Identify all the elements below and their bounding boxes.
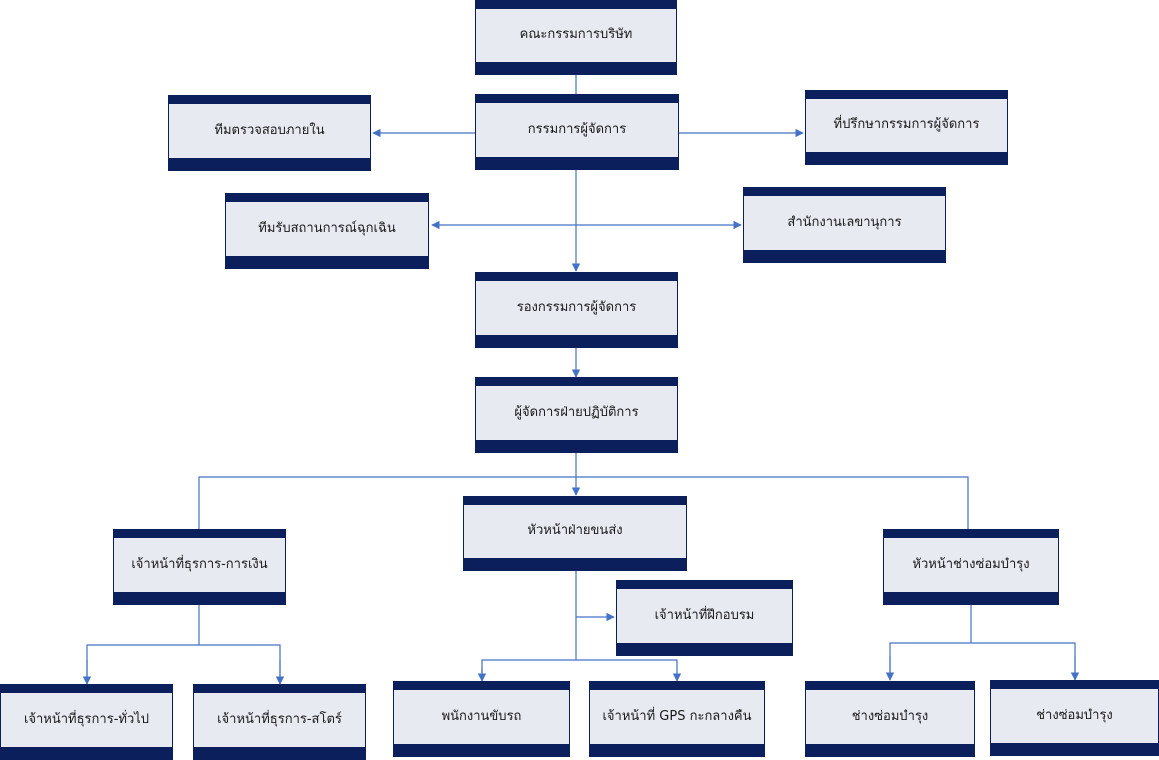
- node-emergency-team: ทีมรับสถานการณ์ฉุกเฉิน: [225, 193, 429, 269]
- node-label: เจ้าหน้าที่ GPS กะกลางคืน: [602, 708, 752, 724]
- node-label: ผู้จัดการฝ่ายปฏิบัติการ: [514, 404, 639, 420]
- node-label: ทีมตรวจสอบภายใน: [214, 122, 325, 138]
- node-label: ที่ปรึกษากรรมการผู้จัดการ: [833, 117, 980, 133]
- node-label: คณะกรรมการบริษัท: [519, 27, 633, 43]
- node-label: เจ้าหน้าที่ธุรการ-การเงิน: [131, 556, 268, 572]
- node-label: หัวหน้าฝ่ายขนส่ง: [527, 523, 623, 539]
- node-label: สำนักงานเลขานุการ: [787, 214, 902, 230]
- connector-maint-children: [889, 642, 1076, 680]
- node-label: เจ้าหน้าที่ฝึกอบรม: [654, 607, 755, 623]
- node-internal-audit: ทีมตรวจสอบภายใน: [168, 95, 371, 171]
- node-operations-manager: ผู้จัดการฝ่ายปฏิบัติการ: [475, 377, 678, 453]
- node-deputy-md: รองกรรมการผู้จัดการ: [475, 272, 678, 348]
- connector-transport-training: [575, 571, 615, 622]
- node-label: เจ้าหน้าที่ธุรการ-ทั่วไป: [23, 711, 150, 727]
- node-admin-store: เจ้าหน้าที่ธุรการ-สโตร์: [193, 684, 366, 760]
- connector-transport-children: [481, 659, 682, 682]
- connector-finance-children: [86, 644, 281, 684]
- node-label: ช่างซ่อมบำรุง: [851, 708, 929, 724]
- node-label: พนักงานขับรถ: [441, 708, 522, 724]
- node-managing-director: กรรมการผู้จัดการ: [475, 94, 679, 170]
- node-admin-finance: เจ้าหน้าที่ธุรการ-การเงิน: [113, 529, 286, 605]
- node-admin-general: เจ้าหน้าที่ธุรการ-ทั่วไป: [0, 684, 173, 760]
- node-training-officer: เจ้าหน้าที่ฝึกอบรม: [616, 580, 793, 656]
- node-maintenance-head: หัวหน้าช่างซ่อมบำรุง: [883, 529, 1059, 605]
- node-label: กรรมการผู้จัดการ: [527, 121, 627, 137]
- node-label: รองกรรมการผู้จัดการ: [516, 299, 637, 315]
- node-label: ช่างซ่อมบำรุง: [1036, 707, 1113, 723]
- node-label: ทีมรับสถานการณ์ฉุกเฉิน: [258, 220, 396, 236]
- node-transport-head: หัวหน้าฝ่ายขนส่ง: [463, 496, 687, 571]
- node-gps-night: เจ้าหน้าที่ GPS กะกลางคืน: [589, 681, 765, 757]
- node-label: เจ้าหน้าที่ธุรการ-สโตร์: [217, 711, 342, 727]
- node-label: หัวหน้าช่างซ่อมบำรุง: [912, 556, 1030, 572]
- connector-ops-branch: [198, 476, 969, 530]
- node-board: คณะกรรมการบริษัท: [475, 0, 677, 75]
- node-md-advisor: ที่ปรึกษากรรมการผู้จัดการ: [805, 90, 1008, 165]
- node-mechanic-2: ช่างซ่อมบำรุง: [990, 680, 1159, 756]
- node-mechanic-1: ช่างซ่อมบำรุง: [805, 681, 975, 757]
- node-driver: พนักงานขับรถ: [393, 681, 570, 757]
- node-secretary-office: สำนักงานเลขานุการ: [743, 187, 946, 263]
